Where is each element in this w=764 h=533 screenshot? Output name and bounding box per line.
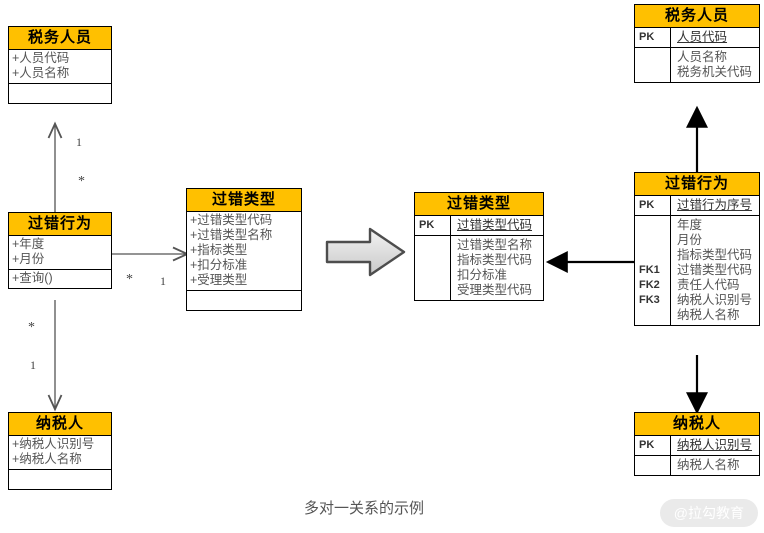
er-key-column xyxy=(635,48,671,82)
er-table-title: 税务人员 xyxy=(635,5,759,28)
er-field-column: 过错类型名称 指标类型代码 扣分标准 受理类型代码 xyxy=(451,236,543,300)
diagram-caption: 多对一关系的示例 xyxy=(304,500,425,517)
er-pk-field: 过错行为序号 xyxy=(677,198,753,212)
uml-attributes: +过错类型代码 +过错类型名称 +指标类型 +扣分标准 +受理类型 xyxy=(187,212,301,291)
uml-class-title: 过错行为 xyxy=(9,213,111,236)
uml-operation: +查询() xyxy=(12,271,53,285)
uml-class-title: 过错类型 xyxy=(187,189,301,212)
er-fk-label: FK1 xyxy=(639,264,660,276)
er-key-column: PK xyxy=(635,436,671,455)
er-key-column: FK1 FK2 FK3 xyxy=(635,216,671,325)
uml-attribute: +扣分标准 xyxy=(190,258,248,272)
er-field: 纳税人识别号 xyxy=(677,293,753,307)
transform-arrow-icon xyxy=(325,227,406,277)
er-pk-field: 人员代码 xyxy=(677,30,728,44)
er-field: 纳税人名称 xyxy=(677,308,740,322)
er-field: 过错类型代码 xyxy=(677,263,753,277)
uml-attribute: +年度 xyxy=(12,237,45,251)
uml-attribute: +过错类型名称 xyxy=(190,228,273,242)
er-table-taxpayer[interactable]: 纳税人 PK 纳税人识别号 纳税人名称 xyxy=(634,412,760,476)
er-field: 指标类型代码 xyxy=(677,248,753,262)
uml-attributes: +人员代码 +人员名称 xyxy=(9,50,111,84)
er-table-title: 纳税人 xyxy=(635,413,759,436)
er-table-tax-officer[interactable]: 税务人员 PK 人员代码 人员名称 税务机关代码 xyxy=(634,4,760,83)
uml-attributes: +纳税人识别号 +纳税人名称 xyxy=(9,436,111,470)
uml-class-title: 税务人员 xyxy=(9,27,111,50)
uml-attribute: +指标类型 xyxy=(190,243,248,257)
er-table-fault-type[interactable]: 过错类型 PK 过错类型代码 过错类型名称 指标类型代码 扣分标准 受理类型代码 xyxy=(414,192,544,301)
er-key-column: PK xyxy=(635,28,671,47)
er-fk-label xyxy=(639,233,670,248)
multiplicity-fault-many-up: * xyxy=(78,174,85,189)
uml-operations xyxy=(9,84,111,103)
er-fk-label xyxy=(639,308,670,323)
er-pk-row: PK 纳税人识别号 xyxy=(635,436,759,456)
er-field: 月份 xyxy=(677,233,703,247)
er-field-column: 过错类型代码 xyxy=(451,216,543,235)
watermark: @拉勾教育 xyxy=(659,499,758,527)
er-table-title: 过错行为 xyxy=(635,173,759,196)
er-field: 税务机关代码 xyxy=(677,65,753,79)
er-pk-field: 纳税人识别号 xyxy=(677,438,753,452)
er-fk-label xyxy=(639,248,670,263)
uml-attribute: +人员名称 xyxy=(12,66,70,80)
uml-operations: +查询() xyxy=(9,270,111,288)
er-key-label: PK xyxy=(419,219,435,231)
er-key-column: PK xyxy=(415,216,451,235)
er-key-label: PK xyxy=(639,199,655,211)
uml-class-taxpayer[interactable]: 纳税人 +纳税人识别号 +纳税人名称 xyxy=(8,412,112,490)
er-field: 扣分标准 xyxy=(457,268,508,282)
er-fk-label: FK2 xyxy=(639,279,660,291)
uml-attribute: +人员代码 xyxy=(12,51,70,65)
multiplicity-fault-many-right: * xyxy=(126,272,133,287)
er-field-column: 纳税人识别号 xyxy=(671,436,759,455)
uml-operations xyxy=(187,291,301,310)
er-pk-row: PK 人员代码 xyxy=(635,28,759,48)
er-field: 受理类型代码 xyxy=(457,283,533,297)
er-key-column xyxy=(635,456,671,475)
er-field-column: 过错行为序号 xyxy=(671,196,759,215)
er-field-section: 过错类型名称 指标类型代码 扣分标准 受理类型代码 xyxy=(415,236,543,300)
uml-attribute: +纳税人名称 xyxy=(12,452,82,466)
er-field: 指标类型代码 xyxy=(457,253,533,267)
er-field: 年度 xyxy=(677,218,703,232)
uml-operations xyxy=(9,470,111,489)
er-key-column: PK xyxy=(635,196,671,215)
uml-attribute: +受理类型 xyxy=(190,273,248,287)
er-field-section: 人员名称 税务机关代码 xyxy=(635,48,759,82)
er-pk-row: PK 过错类型代码 xyxy=(415,216,543,236)
er-field: 人员名称 xyxy=(677,50,728,64)
er-pk-row: PK 过错行为序号 xyxy=(635,196,759,216)
er-field-column: 年度 月份 指标类型代码 过错类型代码 责任人代码 纳税人识别号 纳税人名称 xyxy=(671,216,759,325)
multiplicity-taxpayer-one: 1 xyxy=(30,358,36,372)
er-key-column xyxy=(415,236,451,300)
multiplicity-type-one: 1 xyxy=(160,274,166,288)
uml-class-title: 纳税人 xyxy=(9,413,111,436)
er-table-title: 过错类型 xyxy=(415,193,543,216)
uml-attribute: +纳税人识别号 xyxy=(12,437,95,451)
er-field-column: 人员名称 税务机关代码 xyxy=(671,48,759,82)
er-field-section: 纳税人名称 xyxy=(635,456,759,475)
er-field: 责任人代码 xyxy=(677,278,740,292)
er-field: 过错类型名称 xyxy=(457,238,533,252)
er-fk-label xyxy=(639,218,670,233)
uml-class-fault-type[interactable]: 过错类型 +过错类型代码 +过错类型名称 +指标类型 +扣分标准 +受理类型 xyxy=(186,188,302,311)
er-field: 纳税人名称 xyxy=(677,458,740,472)
uml-class-fault-behavior[interactable]: 过错行为 +年度 +月份 +查询() xyxy=(8,212,112,289)
er-pk-field: 过错类型代码 xyxy=(457,218,533,232)
multiplicity-person-one: 1 xyxy=(76,135,82,149)
er-field-column: 纳税人名称 xyxy=(671,456,759,475)
multiplicity-fault-many-down: * xyxy=(28,320,35,335)
er-field-section: FK1 FK2 FK3 年度 月份 指标类型代码 过错类型代码 责任人代码 纳税… xyxy=(635,216,759,325)
er-key-label: PK xyxy=(639,439,655,451)
er-field-column: 人员代码 xyxy=(671,28,759,47)
er-table-fault-behavior[interactable]: 过错行为 PK 过错行为序号 FK1 FK2 FK3 年度 月份 xyxy=(634,172,760,326)
er-key-label: PK xyxy=(639,31,655,43)
er-fk-label: FK3 xyxy=(639,294,660,306)
uml-attributes: +年度 +月份 xyxy=(9,236,111,270)
uml-attribute: +月份 xyxy=(12,252,45,266)
uml-class-tax-officer[interactable]: 税务人员 +人员代码 +人员名称 xyxy=(8,26,112,104)
uml-attribute: +过错类型代码 xyxy=(190,213,273,227)
